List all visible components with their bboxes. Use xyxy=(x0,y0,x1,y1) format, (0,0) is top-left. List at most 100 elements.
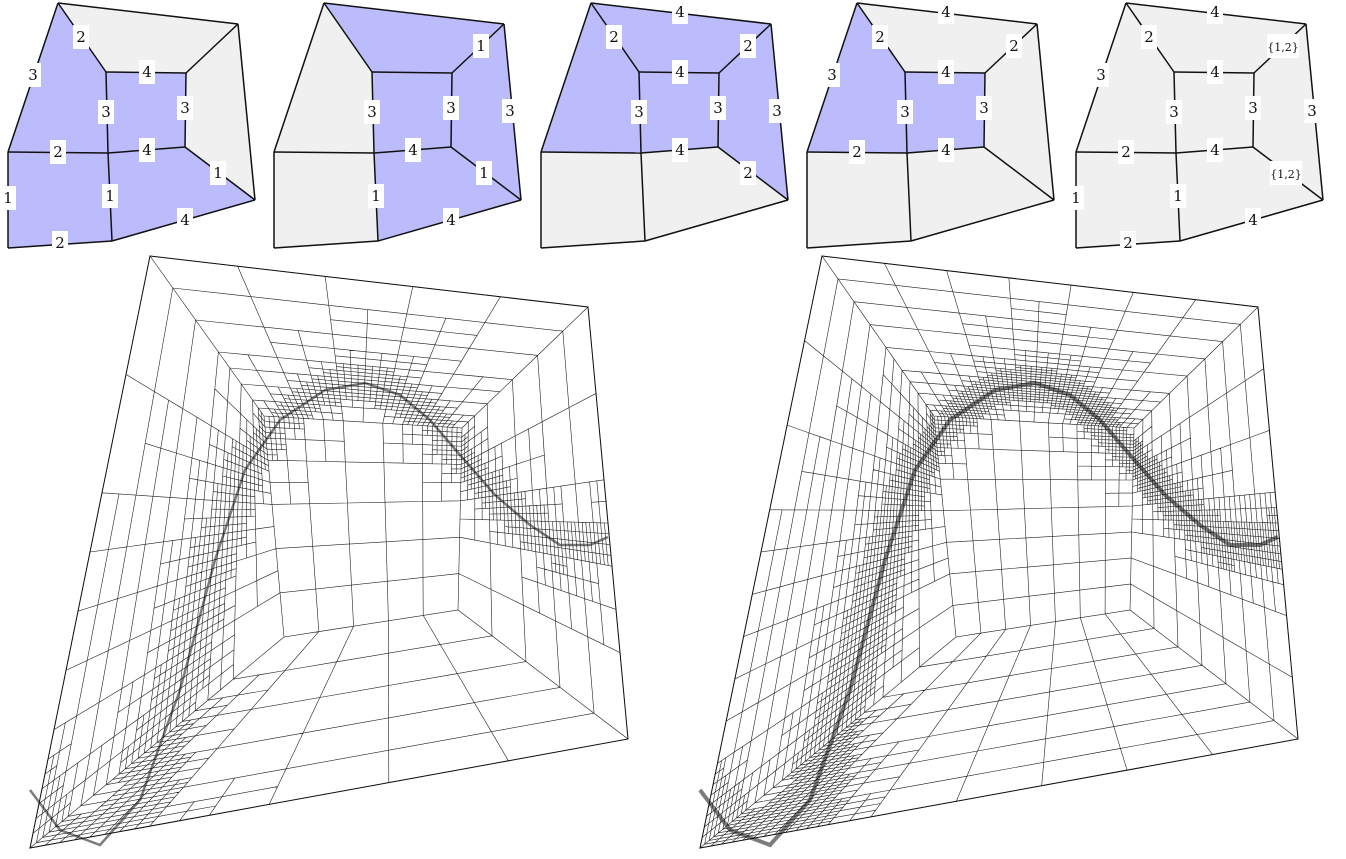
patch-edge xyxy=(57,2,239,25)
edge-label: 1 xyxy=(368,184,384,208)
edge-label-box xyxy=(824,63,840,87)
edge-label: 4 xyxy=(938,60,954,84)
edge-label-box xyxy=(897,100,913,124)
edge-label-text: 3 xyxy=(979,99,989,117)
edge-label: 3 xyxy=(177,96,193,120)
edge-label-text: 3 xyxy=(28,66,38,84)
patch-edge xyxy=(273,151,375,154)
edge-label: 3 xyxy=(897,100,913,124)
edge-label-box xyxy=(50,140,66,164)
edge-label-box xyxy=(1006,34,1022,58)
shaded-region xyxy=(591,3,771,73)
shaded-region xyxy=(8,152,112,248)
edge-label-text: 3 xyxy=(1096,66,1106,84)
edge-label-text: 2 xyxy=(76,28,86,46)
edge-label: {1,2} xyxy=(1267,34,1299,58)
edge-label-text: 1 xyxy=(479,164,489,182)
edge-label: 4 xyxy=(672,60,688,84)
edge-label-box xyxy=(872,25,888,49)
edge-label-box xyxy=(25,63,41,87)
shaded-region xyxy=(106,72,186,153)
shaded-region xyxy=(905,72,985,153)
mesh-boundary xyxy=(699,255,1299,849)
patch-background xyxy=(1076,3,1323,248)
edge-label-box xyxy=(1207,60,1223,84)
edge-label: 2 xyxy=(50,140,66,164)
edge-label: 3 xyxy=(976,96,992,120)
edge-label: 2 xyxy=(740,161,756,185)
edge-label-box xyxy=(73,25,89,49)
edge-label-text: 3 xyxy=(827,66,837,84)
edge-label-box xyxy=(672,60,688,84)
edge-label-box xyxy=(849,140,865,164)
edge-label: 3 xyxy=(25,63,41,87)
edge-label-text: 4 xyxy=(180,211,190,229)
edge-label-text: 4 xyxy=(941,3,951,21)
edge-label-text: 3 xyxy=(1248,99,1258,117)
edge-label-box xyxy=(368,184,384,208)
edge-label: 3 xyxy=(1245,96,1261,120)
edge-label-text: 2 xyxy=(875,28,885,46)
shaded-region xyxy=(108,147,255,241)
edge-label: 3 xyxy=(443,96,459,120)
edge-label-text: 4 xyxy=(675,63,685,81)
patch-edge xyxy=(1036,23,1055,201)
edge-label: 4 xyxy=(938,138,954,162)
edge-label-text: 4 xyxy=(1210,141,1220,159)
edge-label-text: 3 xyxy=(367,103,377,121)
edge-label-box xyxy=(52,231,68,255)
edge-label-box xyxy=(177,96,193,120)
edge-label-text: 3 xyxy=(446,99,456,117)
edge-label-text: 4 xyxy=(941,141,951,159)
edge-label: 4 xyxy=(177,208,193,232)
edge-label-text: 1 xyxy=(1071,189,1081,207)
edge-label-box xyxy=(1118,140,1134,164)
edge-label-box xyxy=(1207,138,1223,162)
edge-label: 1 xyxy=(1170,184,1186,208)
patch-edge xyxy=(540,2,592,153)
edge-label: 4 xyxy=(405,138,421,162)
edge-label-box xyxy=(1267,34,1299,58)
edge-label-box xyxy=(476,161,492,185)
edge-label: 3 xyxy=(710,96,726,120)
edge-label-box xyxy=(1245,96,1261,120)
patch-edge xyxy=(906,152,912,242)
edge-label-text: 4 xyxy=(446,211,456,229)
edge-label-text: 1 xyxy=(3,189,13,207)
edge-label-text: 3 xyxy=(1169,103,1179,121)
edge-label-text: 1 xyxy=(105,187,115,205)
edge-label-box xyxy=(1170,184,1186,208)
patch-edge xyxy=(540,240,646,249)
edge-label-text: 2 xyxy=(743,164,753,182)
edge-label: 2 xyxy=(1141,25,1157,49)
edge-label-text: 3 xyxy=(634,103,644,121)
left-refined-mesh xyxy=(28,255,629,849)
edge-label: 1 xyxy=(210,161,226,185)
refinement-front xyxy=(698,380,1279,848)
edge-label-text: 2 xyxy=(1144,28,1154,46)
edge-label: 4 xyxy=(672,0,688,24)
edge-label-text: 4 xyxy=(675,3,685,21)
edge-label: 3 xyxy=(502,99,518,123)
edge-label: 2 xyxy=(849,140,865,164)
edge-label-text: 2 xyxy=(743,37,753,55)
edge-label: 2 xyxy=(73,25,89,49)
edge-label-box xyxy=(443,96,459,120)
edge-label-text: 4 xyxy=(941,63,951,81)
edge-label: 4 xyxy=(139,138,155,162)
edge-label-box xyxy=(1166,100,1182,124)
edge-label: 1 xyxy=(473,34,489,58)
edge-label: 2 xyxy=(52,231,68,255)
edge-label-text: 1 xyxy=(213,164,223,182)
edge-label-text: 3 xyxy=(505,102,515,120)
edge-label-text: 1 xyxy=(371,187,381,205)
patch-edge xyxy=(540,151,642,154)
patch-edge xyxy=(237,23,256,201)
edge-label: 4 xyxy=(1207,0,1223,24)
edge-label-text: 4 xyxy=(408,141,418,159)
edge-label-box xyxy=(1120,231,1136,255)
patch-edge xyxy=(806,240,912,249)
edge-label: 2 xyxy=(872,25,888,49)
edge-label-box xyxy=(443,208,459,232)
